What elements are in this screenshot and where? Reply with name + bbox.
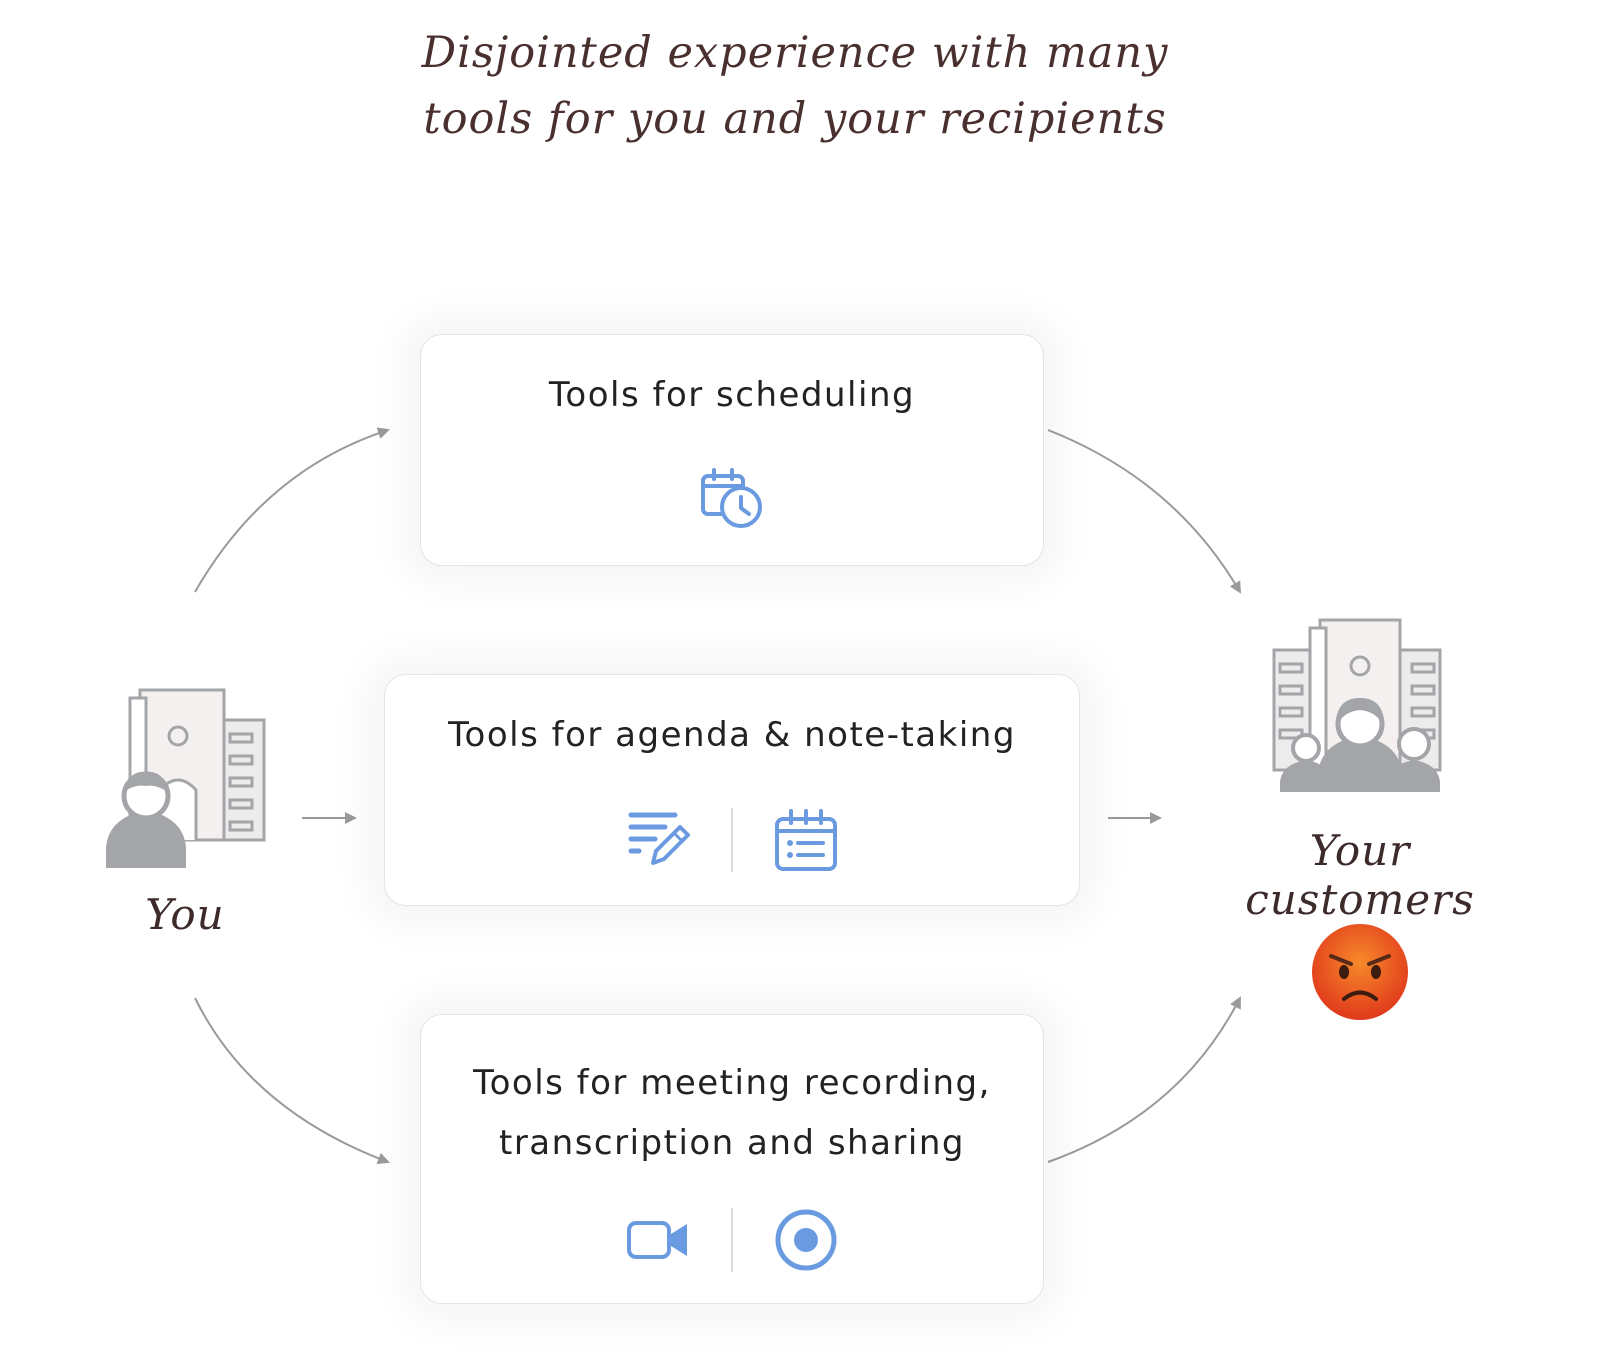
card-icons bbox=[421, 1207, 1043, 1273]
calendar-list-icon bbox=[775, 809, 837, 871]
card-agenda: Tools for agenda & note-taking bbox=[384, 674, 1080, 906]
arrow-you-to-recording bbox=[194, 997, 390, 1165]
customers-label: Your customers bbox=[1245, 826, 1475, 924]
headline-line-2: tools for you and your recipients bbox=[423, 94, 1167, 144]
arrow-recording-to-customers bbox=[1047, 996, 1241, 1163]
calendar-clock-icon bbox=[701, 468, 762, 528]
card-title: Tools for meeting recording, transcripti… bbox=[421, 1053, 1043, 1173]
card-scheduling: Tools for scheduling bbox=[420, 334, 1044, 566]
card-title-line: transcription and sharing bbox=[499, 1123, 965, 1163]
card-title-line: Tools for scheduling bbox=[548, 375, 916, 415]
arrow-you-to-scheduling bbox=[194, 427, 390, 593]
card-title: Tools for agenda & note-taking bbox=[385, 715, 1079, 755]
video-camera-icon bbox=[627, 1221, 687, 1259]
card-title-line: Tools for meeting recording, bbox=[473, 1063, 991, 1103]
card-title: Tools for scheduling bbox=[421, 375, 1043, 415]
headline-line-1: Disjointed experience with many bbox=[421, 28, 1169, 78]
record-icon bbox=[775, 1209, 837, 1271]
diagram-headline: Disjointed experience with many tools fo… bbox=[400, 20, 1190, 152]
card-icons bbox=[421, 465, 1043, 531]
you-label: You bbox=[145, 890, 225, 939]
arrow-scheduling-to-customers bbox=[1047, 429, 1242, 594]
card-title-line: Tools for agenda & note-taking bbox=[448, 715, 1016, 755]
icon-separator bbox=[731, 1208, 733, 1272]
card-icons bbox=[385, 807, 1079, 873]
icon-separator bbox=[731, 808, 733, 872]
note-edit-icon bbox=[628, 812, 690, 865]
card-recording: Tools for meeting recording, transcripti… bbox=[420, 1014, 1044, 1304]
